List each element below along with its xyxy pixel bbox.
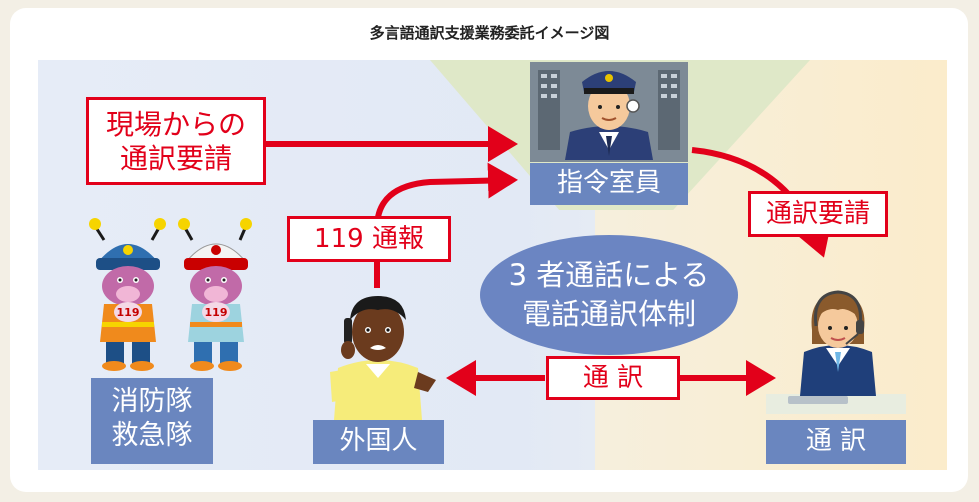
interp-request-label: 通訳要請: [748, 191, 888, 237]
diagram-title: 多言語通訳支援業務委託イメージ図: [369, 24, 610, 42]
interpreter-label: 通 訳: [766, 420, 906, 464]
rescue-mascot-icon: 119: [178, 218, 252, 371]
call-119-label: 119 通報: [287, 216, 451, 262]
scene-request-line1: 現場からの: [105, 108, 246, 141]
interp-request-text: 通訳要請: [765, 199, 870, 229]
foreigner-label: 外国人: [313, 420, 444, 464]
rescue-mascot-badge: 119: [205, 306, 228, 319]
interpret-arrow-text: 通 訳: [582, 363, 644, 393]
interpret-arrow-label: 通 訳: [546, 356, 680, 400]
three-way-line2: 電話通訳体制: [521, 297, 696, 331]
call-119-text: 119 通報: [314, 224, 424, 254]
fire-team-line1: 消防隊: [111, 386, 193, 417]
foreigner-figure: [330, 296, 436, 420]
interpreter-text: 通 訳: [805, 426, 867, 456]
fire-team-line2: 救急隊: [111, 419, 193, 451]
three-way-call-ellipse: 3 者通話による 電話通訳体制: [480, 235, 738, 355]
dispatcher-figure: [530, 62, 688, 162]
dispatcher-label: 指令室員: [530, 163, 688, 205]
dispatcher-text: 指令室員: [556, 168, 661, 198]
foreigner-text: 外国人: [339, 426, 418, 456]
fire-team-label: 消防隊 救急隊: [91, 378, 213, 464]
interpreter-figure: [766, 290, 906, 414]
fire-mascot-icon: 119: [89, 218, 166, 371]
three-way-line1: 3 者通話による: [508, 257, 710, 292]
fire-mascot-badge: 119: [117, 306, 140, 319]
scene-request-line2: 通訳要請: [119, 141, 232, 175]
scene-request-label: 現場からの 通訳要請: [86, 97, 266, 185]
